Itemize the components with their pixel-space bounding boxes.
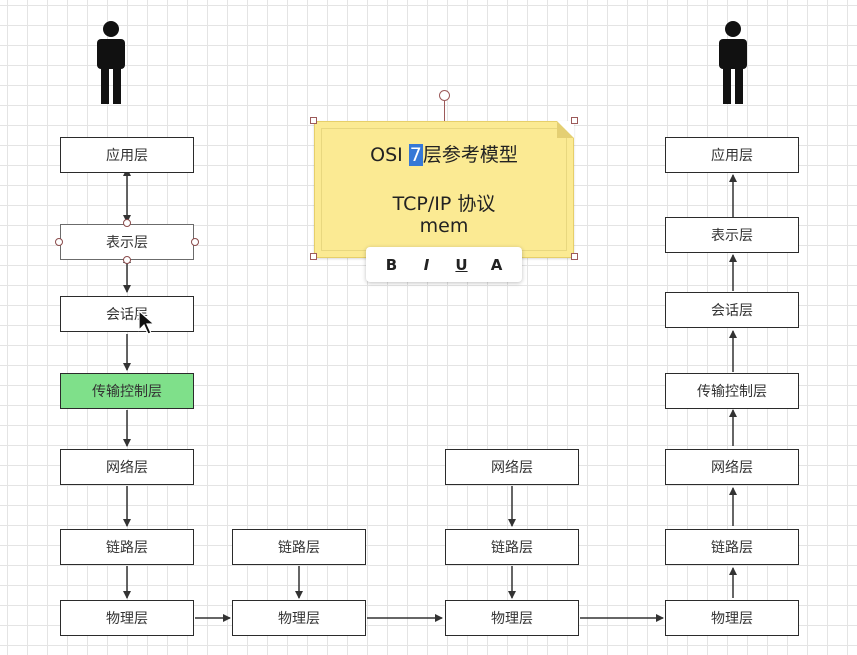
layer-label: 链路层 <box>278 540 320 556</box>
left-layer-session[interactable]: 会话层 <box>60 296 194 332</box>
layer-label: 会话层 <box>711 303 753 319</box>
layer-label: 网络层 <box>491 460 533 476</box>
note-line-mem[interactable]: mem <box>419 215 469 237</box>
layer-label: 物理层 <box>711 611 753 627</box>
cursor-icon <box>138 310 156 335</box>
right-layer-physical[interactable]: 物理层 <box>665 600 799 636</box>
sticky-note[interactable]: OSI 7层参考模型 TCP/IP 协议 mem <box>314 121 574 258</box>
rotate-handle[interactable] <box>439 90 450 101</box>
underline-button[interactable]: U <box>455 255 468 274</box>
layer-label: 会话层 <box>106 307 148 323</box>
right-layer-session[interactable]: 会话层 <box>665 292 799 328</box>
connection-handle[interactable] <box>55 238 63 246</box>
left-layer-physical[interactable]: 物理层 <box>60 600 194 636</box>
note-title-selected-text[interactable]: 7 <box>408 144 423 166</box>
bold-button[interactable]: B <box>385 255 398 274</box>
right-layer-transport[interactable]: 传输控制层 <box>665 373 799 409</box>
connection-handle[interactable] <box>191 238 199 246</box>
right-layer-presentation[interactable]: 表示层 <box>665 217 799 253</box>
right-layer-application[interactable]: 应用层 <box>665 137 799 173</box>
mid1-layer-link[interactable]: 链路层 <box>232 529 366 565</box>
note-title-prefix: OSI <box>370 144 403 166</box>
layer-label: 应用层 <box>106 148 148 164</box>
resize-handle[interactable] <box>310 253 317 260</box>
note-line-protocol[interactable]: TCP/IP 协议 <box>392 193 496 215</box>
mid2-layer-link[interactable]: 链路层 <box>445 529 579 565</box>
left-layer-transport[interactable]: 传输控制层 <box>60 373 194 409</box>
layer-label: 网络层 <box>711 460 753 476</box>
layer-label: 物理层 <box>491 611 533 627</box>
connection-handle[interactable] <box>123 219 131 227</box>
layer-label: 网络层 <box>106 460 148 476</box>
mid2-layer-physical[interactable]: 物理层 <box>445 600 579 636</box>
mid2-layer-network[interactable]: 网络层 <box>445 449 579 485</box>
note-title-suffix: 层参考模型 <box>422 144 518 166</box>
layer-label: 表示层 <box>711 228 753 244</box>
layer-label: 表示层 <box>106 235 148 251</box>
left-layer-presentation[interactable]: 表示层 <box>60 224 194 260</box>
left-layer-application[interactable]: 应用层 <box>60 137 194 173</box>
layer-label: 物理层 <box>106 611 148 627</box>
layer-label: 应用层 <box>711 148 753 164</box>
connection-handle[interactable] <box>123 256 131 264</box>
left-layer-network[interactable]: 网络层 <box>60 449 194 485</box>
font-color-button[interactable]: A <box>490 255 503 274</box>
right-layer-link[interactable]: 链路层 <box>665 529 799 565</box>
person-icon <box>719 21 747 104</box>
layer-label: 传输控制层 <box>92 384 162 400</box>
resize-handle[interactable] <box>571 117 578 124</box>
layer-label: 链路层 <box>711 540 753 556</box>
right-layer-network[interactable]: 网络层 <box>665 449 799 485</box>
layer-label: 链路层 <box>491 540 533 556</box>
note-title[interactable]: OSI 7层参考模型 <box>315 140 573 167</box>
mid1-layer-physical[interactable]: 物理层 <box>232 600 366 636</box>
person-icon <box>97 21 125 104</box>
resize-handle[interactable] <box>571 253 578 260</box>
italic-button[interactable]: I <box>423 255 430 274</box>
layer-label: 传输控制层 <box>697 384 767 400</box>
rotate-stem <box>444 101 445 121</box>
resize-handle[interactable] <box>310 117 317 124</box>
layer-label: 物理层 <box>278 611 320 627</box>
left-layer-link[interactable]: 链路层 <box>60 529 194 565</box>
note-fold-corner <box>557 121 574 138</box>
text-format-toolbar: B I U A <box>366 247 522 282</box>
layer-label: 链路层 <box>106 540 148 556</box>
